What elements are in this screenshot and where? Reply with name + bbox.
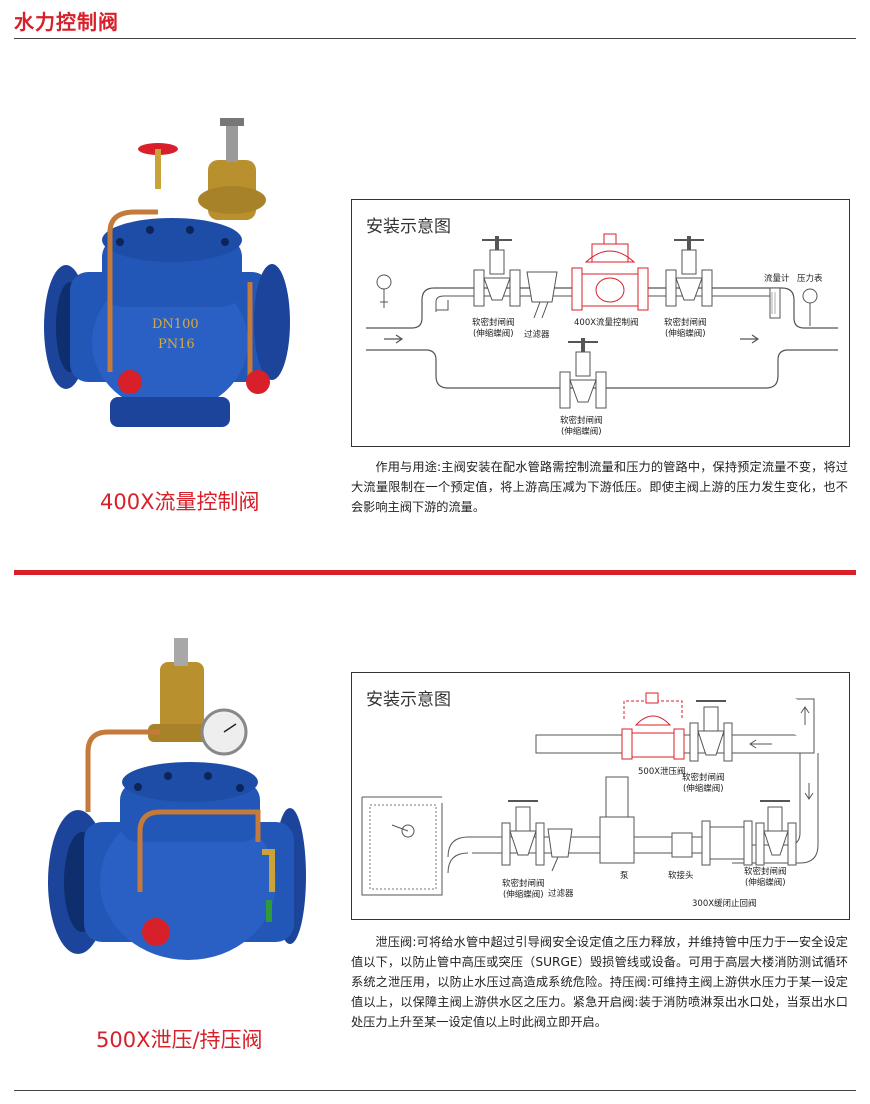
diagram-title: 安装示意图 [366,217,451,237]
valve-marking-dn: DN100 [152,317,199,332]
label-pump: 泵 [620,871,629,881]
label-main-valve: 400X流量控制阀 [574,318,639,328]
label-check-valve: 300X缓闭止回阀 [692,899,757,909]
label-strainer: 过滤器 [548,889,574,899]
label-gate-right: 软密封闸阀(伸缩蝶阀) [744,867,787,888]
page-title: 水力控制阀 [14,10,119,34]
label-flowmeter: 流量计 [764,274,790,284]
label-pressure-gauge: 压力表 [797,274,823,284]
label-gate-bypass: 软密封闸阀(伸缩蝶阀) [560,416,603,437]
install-diagram-500x: 安装示意图 [351,672,850,920]
valve-marking-pn: PN16 [158,337,195,352]
product-image-500x [28,632,308,982]
label-gate-left: 软密封闸阀(伸缩蝶阀) [502,879,545,900]
diagram-title: 安装示意图 [366,690,451,710]
install-diagram-400x: 安装示意图 [351,199,850,447]
label-gate-left: 软密封闸阀(伸缩蝶阀) [472,318,515,339]
label-strainer: 过滤器 [524,330,550,340]
product-image-400x: DN100 PN16 [40,112,300,452]
product-caption-400x: 400X流量控制阀 [100,490,260,514]
label-main-valve: 500X泄压阀 [638,767,686,777]
footer-divider [14,1090,856,1091]
description-400x: 作用与用途:主阀安装在配水管路需控制流量和压力的管路中，保持预定流量不变，将过大… [351,460,848,514]
description-500x: 泄压阀:可将给水管中超过引导阀安全设定值之压力释放，并维持管中压力于一安全设定值… [351,935,848,1029]
label-flex-joint: 软接头 [668,871,694,881]
label-gate-right: 软密封闸阀(伸缩蝶阀) [664,318,707,339]
label-gate-top: 软密封闸阀(伸缩蝶阀) [682,773,725,794]
header-divider [14,38,856,39]
section-divider [14,570,856,575]
product-caption-500x: 500X泄压/持压阀 [96,1028,263,1052]
